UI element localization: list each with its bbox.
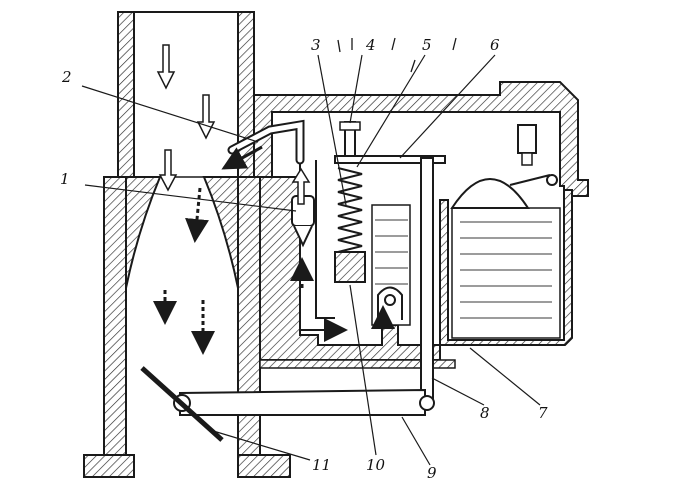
leader-7 xyxy=(469,347,541,406)
pump-assembly xyxy=(334,121,446,283)
mixture-arrows xyxy=(153,187,314,355)
leader-3 xyxy=(317,54,347,206)
float-chamber xyxy=(450,124,561,339)
leader-8 xyxy=(431,377,485,406)
throttle-plate xyxy=(140,366,224,442)
leader-9 xyxy=(401,416,431,466)
leader-11 xyxy=(209,429,311,461)
leader-6 xyxy=(399,54,496,159)
fuel-arrows xyxy=(221,145,395,342)
throttle-linkage xyxy=(140,366,435,442)
float xyxy=(450,178,530,209)
tube-left-flange xyxy=(83,454,135,478)
pump-lever xyxy=(334,155,446,164)
callout-3: 3 xyxy=(311,36,321,54)
bottom-plate xyxy=(259,359,456,369)
leader-lines xyxy=(81,54,541,466)
callout-1: 1 xyxy=(60,170,70,188)
needle-valve xyxy=(517,124,537,154)
callout-6: 6 xyxy=(490,36,500,54)
link-arm xyxy=(179,388,426,416)
leader-5 xyxy=(356,54,426,168)
leader-1 xyxy=(84,184,297,212)
callout-8: 8 xyxy=(480,404,490,422)
callout-2: 2 xyxy=(62,68,72,86)
fuel-level xyxy=(451,207,561,339)
callout-5: 5 xyxy=(422,36,432,54)
leader-4 xyxy=(349,54,363,124)
discharge-valve xyxy=(377,286,403,320)
pump-spring xyxy=(337,167,363,253)
callout-4: 4 xyxy=(366,36,376,54)
callout-7: 7 xyxy=(538,404,548,422)
callout-9: 9 xyxy=(427,464,437,482)
diffuser-left xyxy=(125,176,162,289)
vent-marks xyxy=(337,37,457,73)
leader-2 xyxy=(81,85,259,143)
callout-10: 10 xyxy=(366,456,386,474)
tube-right-flange xyxy=(237,454,291,478)
tube-left-wall-lower xyxy=(103,176,127,456)
connecting-rod xyxy=(420,157,434,407)
tube-left-wall-upper xyxy=(117,11,135,178)
diffuser-right xyxy=(202,176,239,289)
leader-10 xyxy=(349,284,377,456)
diffuser xyxy=(125,176,239,289)
callout-11: 11 xyxy=(312,456,332,474)
pump-piston xyxy=(334,251,366,283)
body-block xyxy=(259,176,573,361)
float-lever xyxy=(509,174,551,186)
float-pivot xyxy=(546,174,558,186)
